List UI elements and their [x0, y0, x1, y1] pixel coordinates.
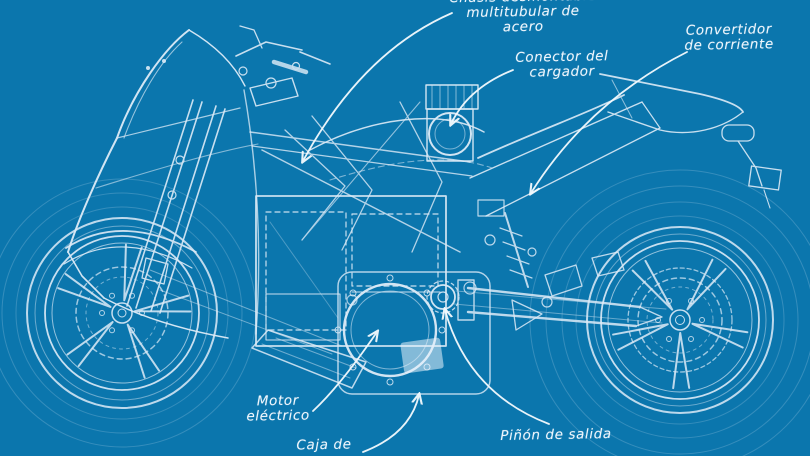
- belly-pan: [251, 329, 367, 389]
- label-charger-connector-line2: cargador: [529, 63, 595, 81]
- output-sprocket: [426, 280, 460, 314]
- label-output-sprocket-line1: Piñón de salida: [500, 426, 612, 444]
- front-brake-caliper: [141, 257, 169, 285]
- arrow-current-converter: [531, 51, 688, 193]
- arrow-output-sprocket: [445, 310, 550, 425]
- label-current-converter-line2: de corriente: [684, 36, 774, 54]
- handlebar-grip: [271, 59, 309, 75]
- trellis-frame: [249, 101, 473, 253]
- label-charger-connector: Conector del cargador: [515, 48, 609, 81]
- battery-box: [255, 195, 447, 347]
- handlebar-cluster: [235, 25, 331, 107]
- arrow-charger-connector: [451, 69, 514, 124]
- callout-arrows: [303, 12, 688, 453]
- triple-clamp: [249, 77, 299, 107]
- swingarm: [453, 279, 667, 328]
- tail-light: [721, 124, 755, 142]
- label-chassis-line3: acero: [502, 18, 544, 36]
- arrow-chassis: [303, 12, 453, 161]
- tank-seat-tail: [309, 73, 782, 217]
- rear-suspension-linkage: [477, 199, 625, 331]
- mirror-stalk: [239, 25, 263, 49]
- label-electric-motor-line2: eléctrico: [246, 407, 310, 425]
- front-fairing: [67, 29, 343, 355]
- rear-sprocket-ring: [627, 267, 733, 373]
- rear-wheel: [586, 226, 774, 414]
- label-gearbox-line1: Caja de: [296, 436, 352, 454]
- arrow-electric-motor: [312, 332, 377, 412]
- tail-section: [599, 73, 744, 113]
- front-fork: [63, 99, 226, 314]
- gearbox-block: [400, 337, 444, 374]
- label-output-sprocket: Piñón de salida: [500, 426, 612, 444]
- seat-line: [477, 94, 625, 159]
- motor-housing: [342, 282, 438, 378]
- license-plate: [748, 165, 782, 191]
- rear-brake-disc: [637, 277, 723, 363]
- label-electric-motor: Motor eléctrico: [246, 393, 310, 425]
- label-current-converter: Convertidor de corriente: [684, 21, 774, 54]
- arrow-gearbox: [362, 395, 419, 453]
- drive-chain: [453, 290, 667, 324]
- label-gearbox: Caja de: [296, 436, 352, 454]
- rear-brake-caliper: [591, 251, 625, 277]
- front-fender: [65, 230, 197, 253]
- front-brake-disc: [75, 266, 169, 360]
- charger-socket: [428, 112, 472, 156]
- label-chassis: Chasis desmontable multitubular de acero: [449, 0, 597, 36]
